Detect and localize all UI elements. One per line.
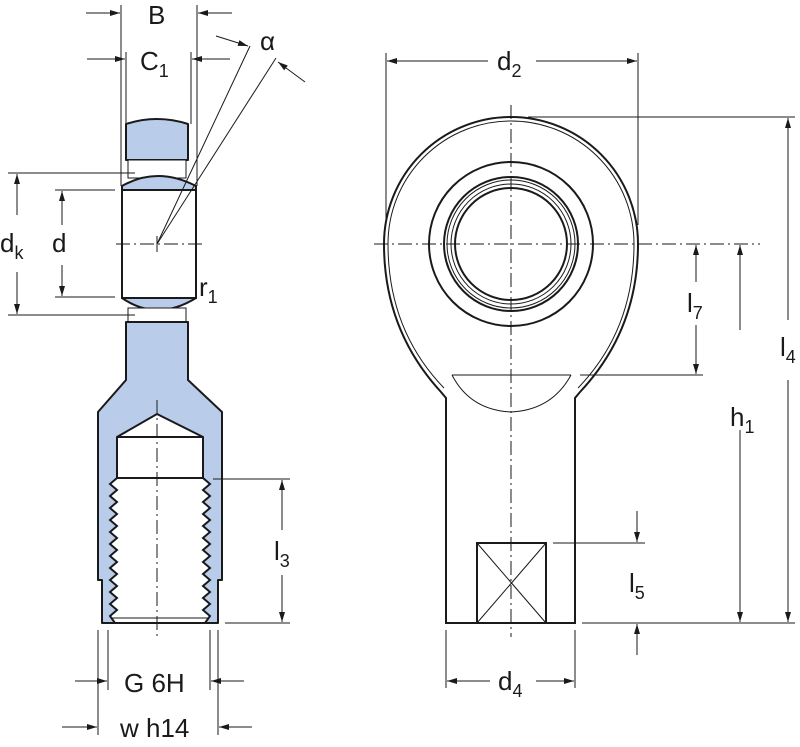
label-B: B	[148, 0, 165, 30]
label-l3: l3	[274, 536, 290, 571]
label-l7: l7	[687, 288, 703, 323]
side-view: B C1 α dk d r1 l3 G 6H w h14	[0, 0, 306, 743]
eye-outer-contour	[382, 116, 640, 624]
label-r1: r1	[199, 272, 218, 307]
threaded-bore	[108, 412, 212, 624]
label-d: d	[52, 228, 66, 258]
front-view: d2 l4 l7 h1 l5 d4	[374, 46, 796, 701]
label-G-6H: G 6H	[124, 668, 185, 698]
housing-top-section	[125, 118, 189, 161]
housing-bottom-gap	[127, 307, 187, 323]
label-h1: h1	[730, 402, 754, 437]
label-alpha: α	[260, 26, 275, 56]
label-d4: d4	[498, 666, 522, 701]
label-dk: dk	[0, 228, 24, 263]
label-d2: d2	[497, 46, 521, 81]
label-w-h14: w h14	[119, 713, 189, 743]
outer-ring-top	[121, 175, 197, 191]
label-l5: l5	[629, 568, 645, 603]
label-l4: l4	[780, 332, 796, 367]
label-C1: C1	[140, 46, 169, 81]
